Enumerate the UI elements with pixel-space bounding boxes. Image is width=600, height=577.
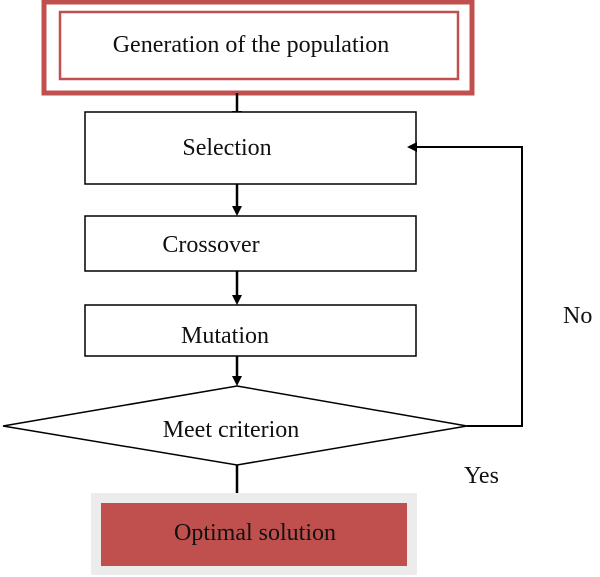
selection-box bbox=[84, 111, 417, 185]
mutation-box bbox=[84, 304, 417, 357]
crossover-label: Crossover bbox=[162, 232, 259, 258]
crossover-node: Crossover bbox=[84, 215, 417, 272]
crossover-box bbox=[84, 215, 417, 272]
no-edge-label: No bbox=[563, 303, 592, 329]
mutation-node: Mutation bbox=[84, 304, 417, 357]
optimal-label: Optimal solution bbox=[174, 520, 336, 546]
criterion-label: Meet criterion bbox=[163, 417, 300, 443]
yes-edge-label: Yes bbox=[464, 463, 499, 489]
selection-label: Selection bbox=[182, 135, 271, 161]
selection-node: Selection bbox=[84, 111, 417, 185]
generation-inner-frame bbox=[58, 10, 460, 81]
optimal-box bbox=[101, 503, 407, 566]
arrow-criterion-to-selection-loop bbox=[407, 142, 523, 427]
optimal-node: Optimal solution bbox=[91, 493, 417, 575]
generation-node: Generation of the population bbox=[41, 0, 475, 96]
mutation-label: Mutation bbox=[181, 323, 269, 349]
criterion-node: Meet criterion bbox=[2, 385, 468, 466]
generation-label: Generation of the population bbox=[113, 32, 390, 58]
